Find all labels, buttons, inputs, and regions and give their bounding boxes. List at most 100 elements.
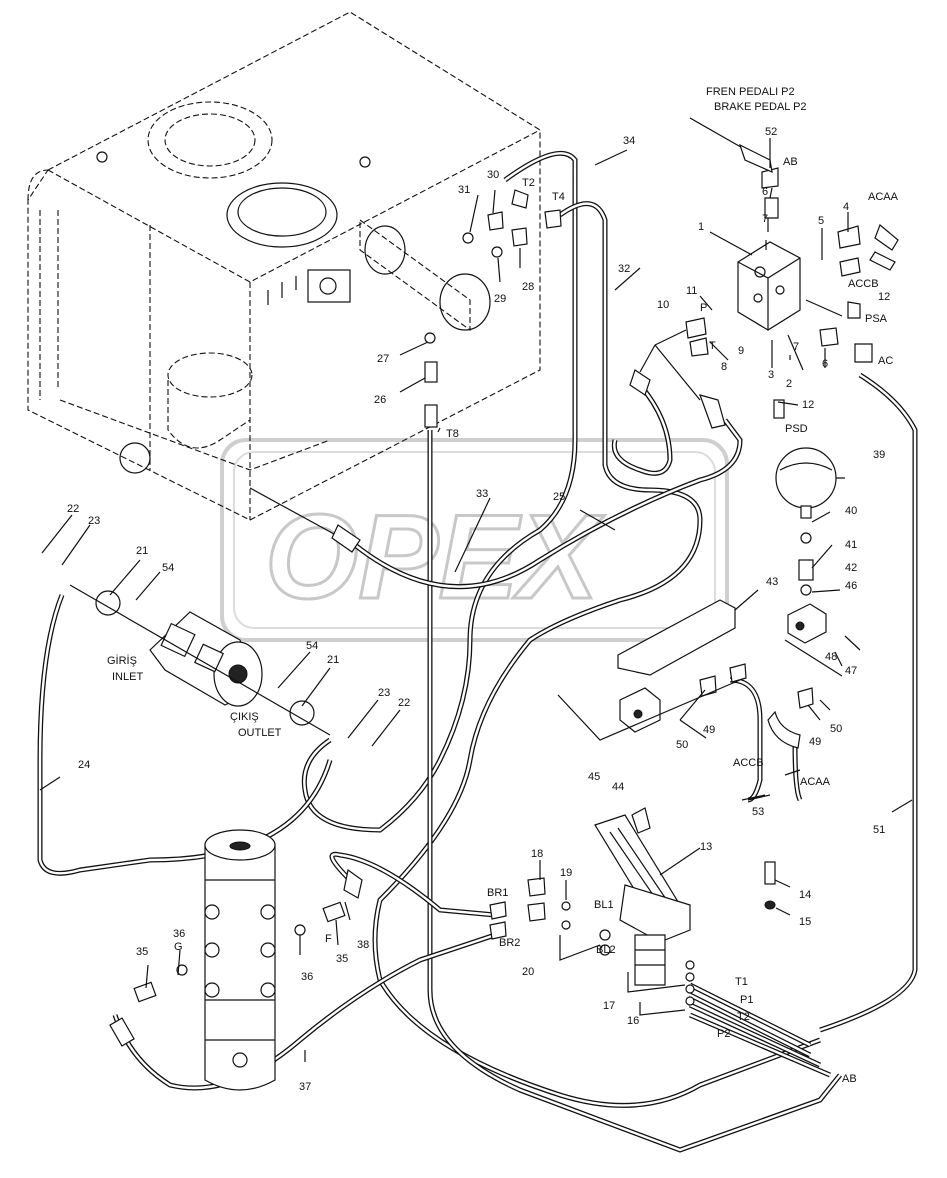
callout-6: 6 [762,186,768,198]
callout-acaa-2: ACAA [800,776,831,788]
callout-br1: BR1 [487,887,508,899]
callout-12: 12 [878,291,890,303]
callout-39: 39 [873,449,885,461]
callout-49b: 49 [809,736,821,748]
callout-49: 49 [703,724,715,736]
callout-14: 14 [799,889,811,901]
callout-18: 18 [531,848,543,860]
watermark: OPEX [220,438,729,642]
callout-t2: T2 [522,177,535,189]
callout-g: G [174,941,183,953]
callout-t4: T4 [552,191,565,203]
callout-12b: 12 [802,399,814,411]
brake-pedal-title-tr: FREN PEDALI P2 [706,86,795,98]
callout-17: 17 [603,1000,615,1012]
callout-2: 2 [786,378,792,390]
mounting-bracket [617,599,814,749]
callout-24: 24 [78,759,90,771]
callout-22b: 22 [398,697,410,709]
callout-3: 3 [768,369,774,381]
callout-t2b: T2 [737,1011,750,1023]
callout-11: 11 [686,285,697,297]
callout-9: 9 [738,345,744,357]
callout-accb-2: ACCB [733,757,764,769]
callout-f: F [325,933,332,945]
brake-pedal-assembly [594,807,776,1006]
callout-35b: 35 [136,946,148,958]
steering-unit [109,829,363,1091]
callout-br2: BR2 [499,937,520,949]
callout-43: 43 [766,576,778,588]
callout-bl1: BL1 [594,899,614,911]
callout-7b: 7 [793,341,799,353]
callout-37: 37 [299,1081,311,1093]
callout-ac: AC [878,355,893,367]
callout-20: 20 [522,966,534,978]
callout-psd: PSD [785,423,808,435]
inlet-label-tr: GİRİŞ [107,654,137,667]
callout-26: 26 [374,394,386,406]
tank-fittings [331,189,726,940]
callout-47: 47 [845,665,857,677]
callout-21: 21 [136,545,148,557]
callout-22: 22 [67,503,79,515]
hydraulic-pump [69,584,331,736]
callout-54: 54 [162,562,174,574]
callout-52: 52 [765,126,777,138]
callout-50b: 50 [830,723,842,735]
outlet-label-tr: ÇIKIŞ [230,711,259,723]
callout-34: 34 [623,135,635,147]
title-labels: FREN PEDALI P2 BRAKE PEDAL P2 GİRİŞ INLE… [107,86,807,739]
inlet-label-en: INLET [112,671,143,683]
callout-53: 53 [752,806,764,818]
callout-32: 32 [618,263,630,275]
callout-ab: AB [783,156,798,168]
accumulator [775,447,837,644]
callout-51: 51 [873,824,885,836]
callout-40: 40 [845,505,857,517]
callout-23b: 23 [378,687,390,699]
callout-p2: P2 [717,1028,730,1040]
callout-21b: 21 [327,654,339,666]
callout-28: 28 [522,281,534,293]
callout-31: 31 [458,184,470,196]
callout-29: 29 [494,293,506,305]
callout-36: 36 [301,971,313,983]
callout-p: P [700,302,707,314]
callout-16: 16 [627,1015,639,1027]
callout-psa: PSA [865,313,888,325]
watermark-text: OPEX [265,490,605,624]
callout-44: 44 [612,781,624,793]
callout-48: 48 [825,651,837,663]
callout-6b: 6 [822,358,828,370]
callout-50: 50 [676,739,688,751]
callout-bl2: BL2 [596,944,616,956]
callout-p1: P1 [740,994,753,1006]
leader-lines [39,138,913,1062]
callout-10: 10 [657,299,669,311]
callout-ab-2: AB [842,1073,857,1085]
callout-1: 1 [698,221,704,233]
outlet-label-en: OUTLET [238,727,282,739]
callout-t: T [709,340,716,352]
callout-7: 7 [762,213,768,225]
callout-33: 33 [476,488,488,500]
callout-t8: T8 [446,428,459,440]
callout-46: 46 [845,580,857,592]
callout-23: 23 [88,515,100,527]
callout-8: 8 [721,361,727,373]
callout-15: 15 [799,916,811,928]
callout-38: 38 [357,939,369,951]
callout-25: 25 [553,491,565,503]
callouts: 52 AB 6 7 1 5 4 ACAA ACCB 12 PSA 11 P 10… [67,126,899,1093]
callout-54b: 54 [306,640,318,652]
callout-41: 41 [845,539,857,551]
hydraulic-tank [27,11,541,521]
callout-13: 13 [700,841,712,853]
callout-35: 35 [336,953,348,965]
callout-27: 27 [377,353,389,365]
callout-5: 5 [818,215,824,227]
callout-45: 45 [588,771,600,783]
